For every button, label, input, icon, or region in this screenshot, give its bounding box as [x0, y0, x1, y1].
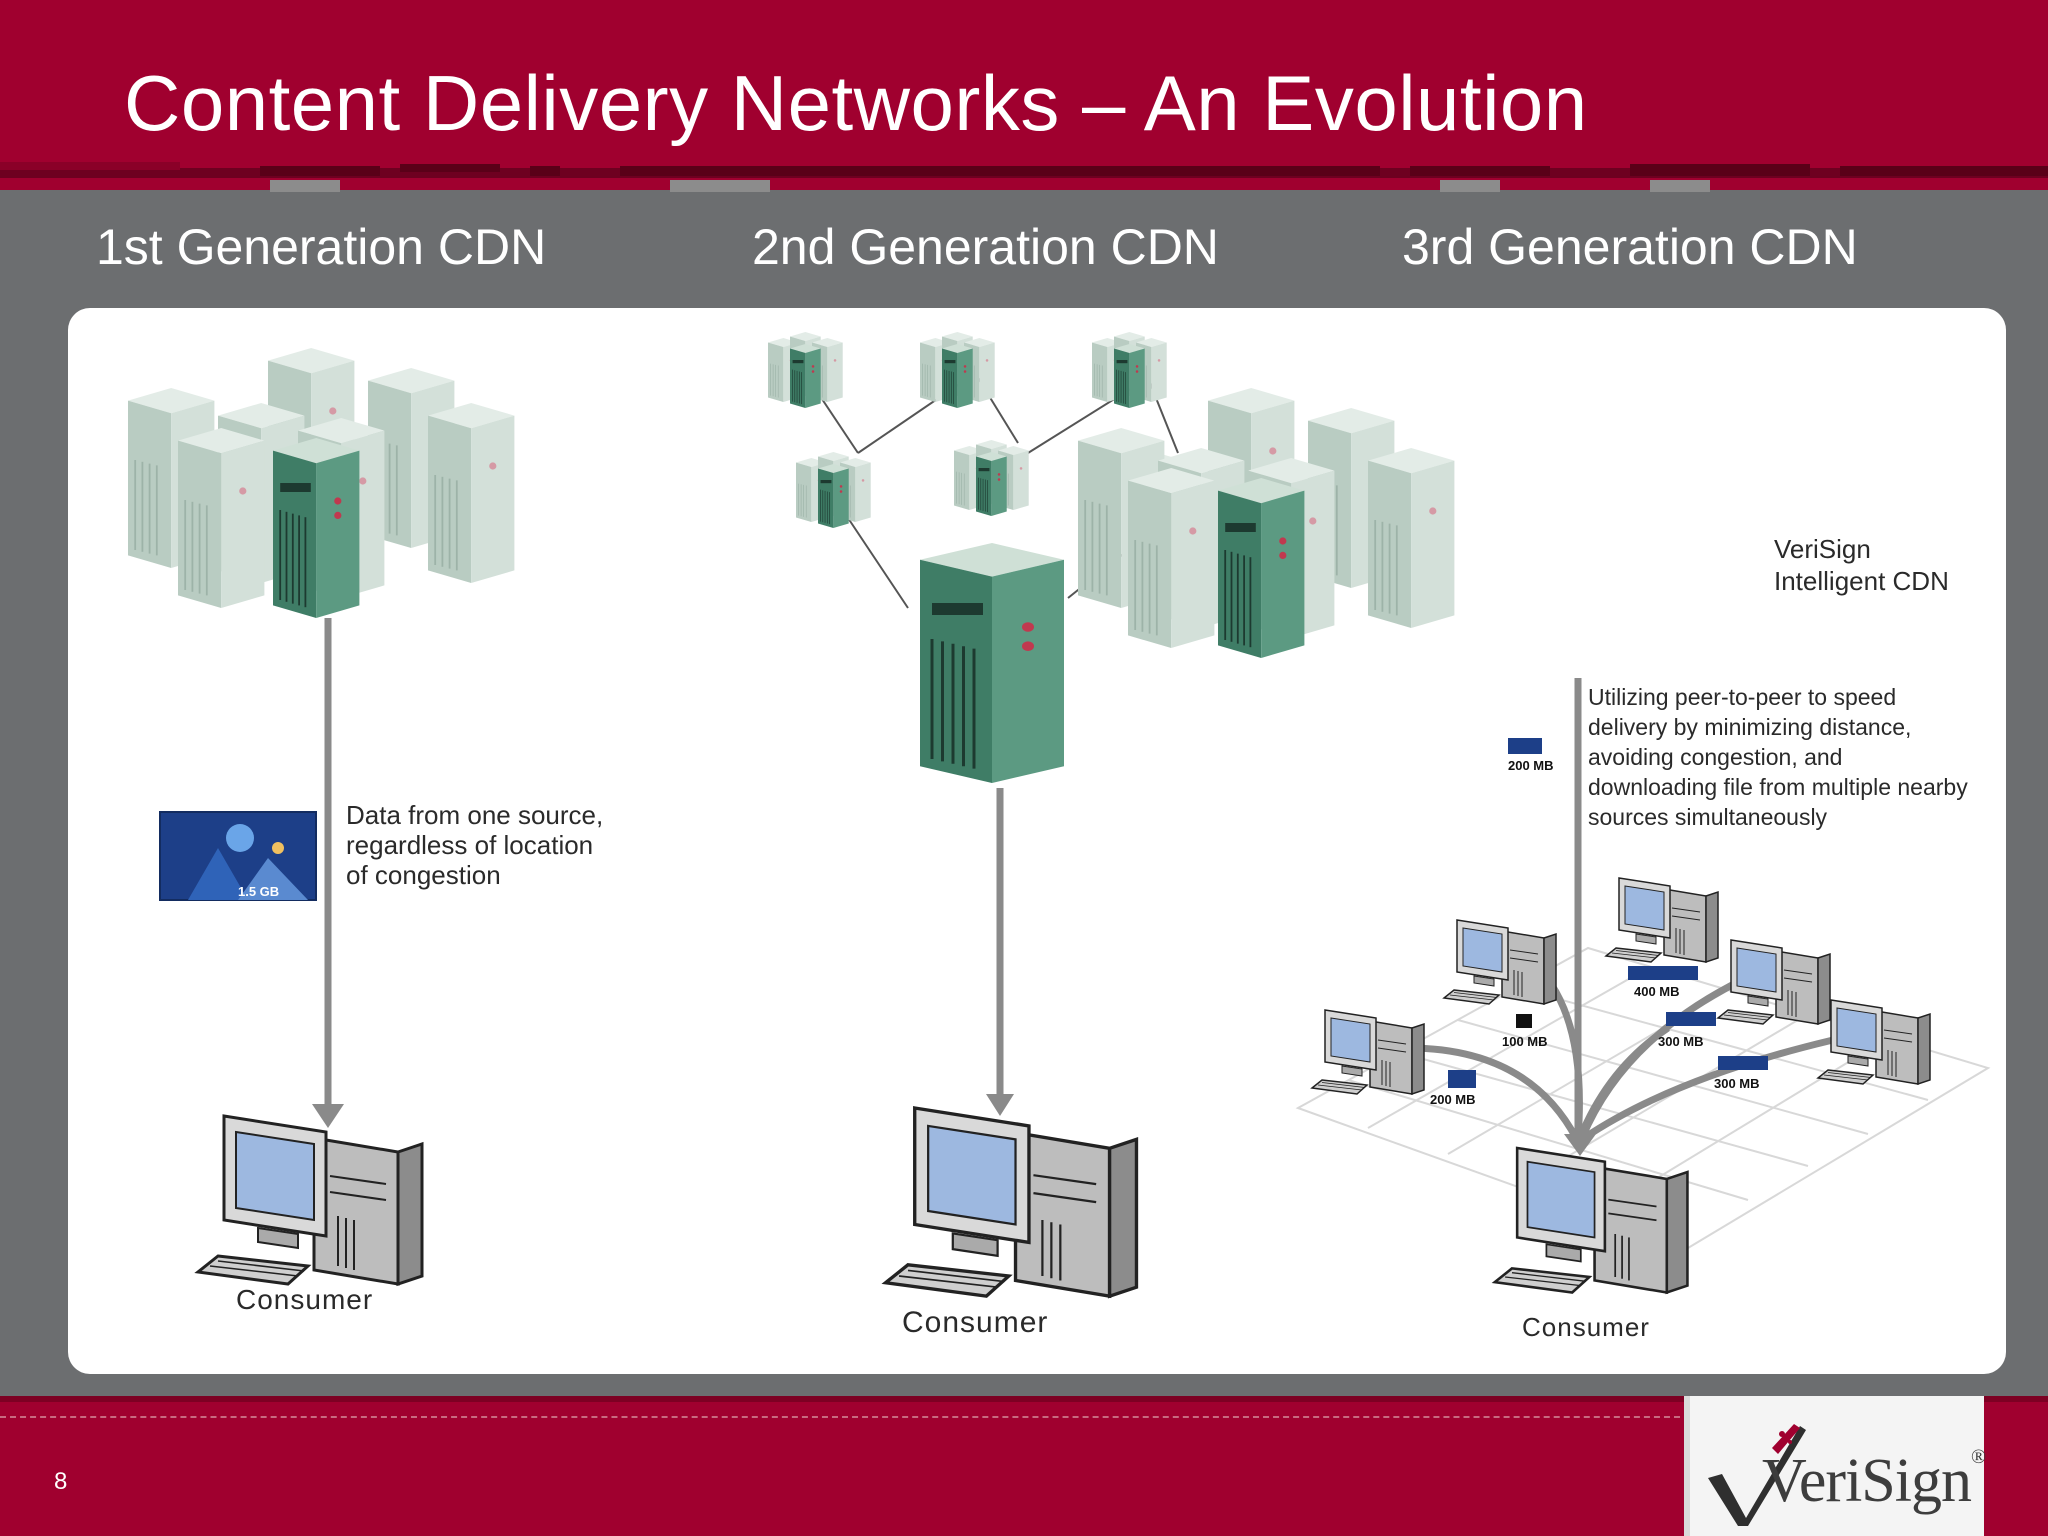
gen2-computer-icon — [883, 1106, 1139, 1298]
gen2-origin-server-icon — [918, 541, 1066, 785]
gen3-computer-icon — [1493, 1146, 1689, 1294]
gen3-peer-size: 100 MB — [1502, 1034, 1548, 1049]
logo-registered-mark: ® — [1971, 1446, 1986, 1468]
gen2-title: 2nd Generation CDN — [752, 219, 1219, 275]
gen3-cdn-label-line1: VeriSign — [1774, 534, 1871, 564]
gen1-server-cluster-icon — [127, 347, 516, 619]
gen3-title: 3rd Generation CDN — [1402, 219, 1858, 275]
diagram-canvas — [127, 308, 1991, 1298]
gen1-description: Data from one source, regardless of loca… — [346, 800, 604, 890]
gen3-source-size: 200 MB — [1508, 758, 1554, 773]
gen2-arrow — [986, 788, 1014, 1116]
logo-wordmark: VeriSign — [1762, 1447, 1972, 1515]
gen3-description: Utilizing peer-to-peer to speed delivery… — [1588, 684, 1968, 830]
gen3-server-cluster-icon — [1077, 387, 1456, 659]
slide-header: Content Delivery Networks – An Evolution — [0, 0, 2048, 192]
gen1-file-size: 1.5 GB — [238, 884, 280, 899]
gen3-peer-size: 400 MB — [1634, 984, 1680, 999]
header-texture-band — [0, 162, 2048, 192]
gen3-size-badges — [1448, 738, 1768, 1088]
gen2-consumer-label: Consumer — [902, 1306, 1049, 1339]
verisign-logo-text: VeriSign® — [1762, 1446, 1986, 1517]
gen1-video-thumbnail-icon — [159, 811, 317, 901]
gen1-arrow — [312, 618, 344, 1128]
verisign-logo: VeriSign® — [1684, 1396, 1986, 1536]
gen3-peer-size: 200 MB — [1430, 1092, 1476, 1107]
diagram-panel: Data from one source, regardless of loca… — [68, 308, 2006, 1374]
gen1-consumer-label: Consumer — [236, 1284, 374, 1315]
slide-footer: 8 VeriSign® — [0, 1396, 2048, 1536]
slide-title: Content Delivery Networks – An Evolution — [124, 59, 1588, 147]
footer-dashed-rule — [0, 1416, 1680, 1418]
footer-top-rule — [0, 1396, 2048, 1402]
page-number: 8 — [54, 1468, 68, 1495]
gen3-peer-size: 300 MB — [1658, 1034, 1704, 1049]
gen3-consumer-label: Consumer — [1522, 1312, 1650, 1342]
gen1-computer-icon — [196, 1114, 424, 1286]
gen3-peer-size: 300 MB — [1714, 1076, 1760, 1091]
gen3-cdn-label-line2: Intelligent CDN — [1774, 566, 1949, 596]
gen3-peer-computer-icons — [1311, 877, 1931, 1095]
gen1-title: 1st Generation CDN — [96, 219, 547, 275]
verisign-checkmark-icon — [1708, 1424, 1806, 1526]
